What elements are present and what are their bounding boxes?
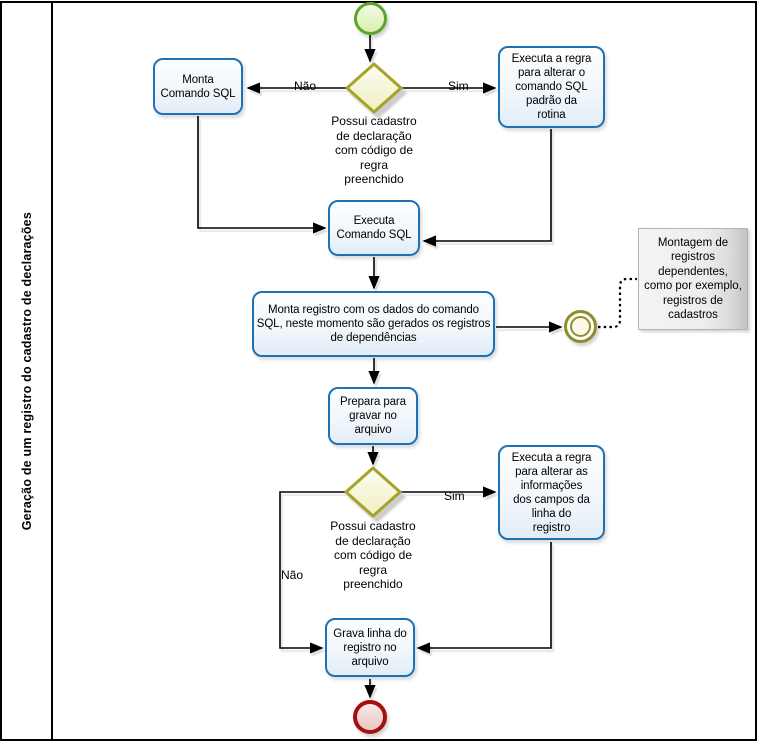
gateway2-diamond (344, 466, 402, 518)
task-label: Monta registro com os dados do comando S… (256, 304, 491, 344)
task-prepara-gravar: Prepara para gravar no arquivo (328, 387, 418, 445)
gateway1-sim-label: Sim (448, 79, 469, 93)
gateway2-label: Possui cadastro de declaração com código… (330, 519, 416, 591)
association-intermediate-to-annotation (598, 277, 637, 329)
task-executa-regra-registro: Executa a regra para alterar as informaç… (498, 445, 605, 540)
text-annotation: Montagem de registros dependentes, como … (638, 228, 748, 330)
task-label: Prepara para gravar no arquivo (340, 396, 406, 436)
flow-executa-regra-registro-to-grava-linha (416, 542, 552, 654)
task-monta-comando-sql: Monta Comando SQL (153, 58, 243, 115)
task-label: Grava linha do registro no arquivo (333, 627, 407, 668)
task-label: Monta Comando SQL (160, 73, 236, 100)
start-event (354, 2, 387, 35)
task-grava-linha: Grava linha do registro no arquivo (325, 618, 415, 677)
flow-gateway2-nao-to-grava-linha (279, 491, 346, 654)
gateway1-label: Possui cadastro de declaração com código… (331, 114, 417, 186)
task-label: Executa a regra para alterar as informaç… (511, 451, 592, 534)
intermediate-event-inner-ring (570, 316, 591, 337)
gateway2-no-label: Não (281, 568, 304, 582)
flow-monta-comando-to-executa-comando (197, 116, 327, 234)
task-executa-comando-sql: Executa Comando SQL (328, 200, 420, 256)
gateway1-no-label: Não (294, 79, 317, 93)
gateway1-diamond (345, 62, 403, 114)
task-monta-registro: Monta registro com os dados do comando S… (252, 291, 495, 357)
task-label: Executa a regra para alterar o comando S… (511, 53, 592, 121)
lane-divider (51, 1, 53, 741)
task-label: Executa Comando SQL (336, 215, 412, 241)
intermediate-event (564, 310, 597, 343)
flow-executa-regra-to-executa-comando (422, 129, 552, 247)
end-event (353, 700, 387, 734)
task-executa-regra-comando-sql: Executa a regra para alterar o comando S… (498, 46, 605, 128)
gateway2-sim-label: Sim (444, 489, 465, 503)
